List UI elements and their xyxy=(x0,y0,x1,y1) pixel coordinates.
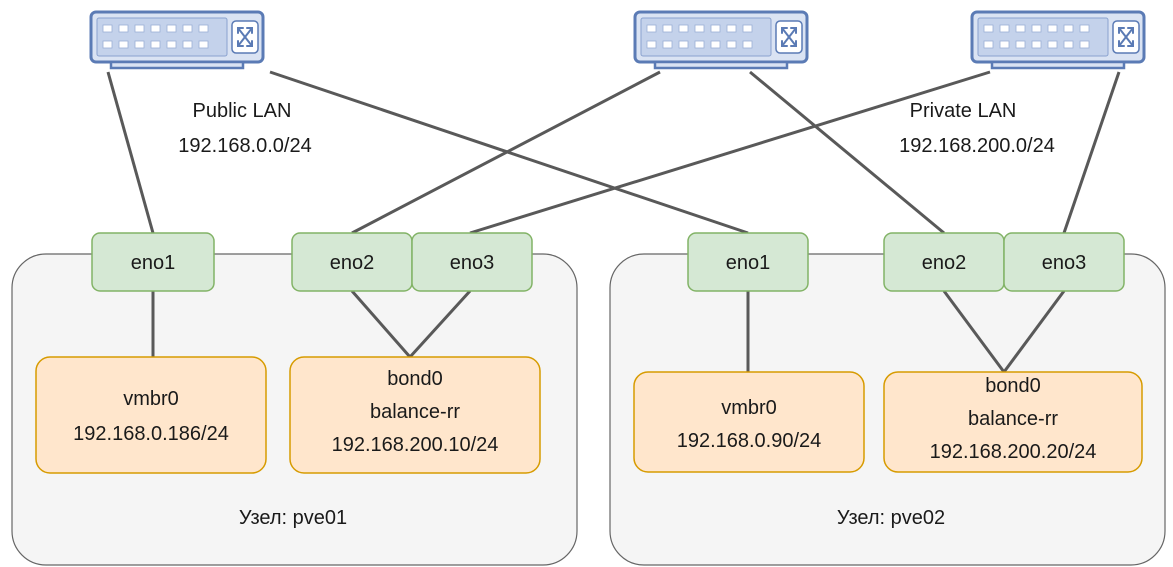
link-sw3-pve01-eno3 xyxy=(469,70,991,235)
node-label-pve01: Узел: pve01 xyxy=(239,507,347,529)
bond-mode: balance-rr xyxy=(968,408,1058,430)
bridge-box xyxy=(35,356,267,474)
bond-box xyxy=(289,356,541,474)
links xyxy=(106,70,1121,373)
bridge-ip: 192.168.0.186/24 xyxy=(73,423,229,445)
public-lan-subnet: 192.168.0.0/24 xyxy=(178,135,311,157)
link-sw1-pve01-eno1 xyxy=(106,71,155,234)
nic-label: eno3 xyxy=(450,252,495,274)
nic-box xyxy=(91,232,215,292)
bridge-ip: 192.168.0.90/24 xyxy=(677,430,822,452)
link-sw2-pve02-eno2 xyxy=(749,70,945,235)
link-pve01-eno3-bond0 xyxy=(408,289,472,359)
link-sw2-pve01-eno2 xyxy=(351,70,661,235)
network-switch-icon xyxy=(89,10,265,70)
link-sw3-pve02-eno3 xyxy=(1062,71,1121,234)
bond-mode: balance-rr xyxy=(370,401,460,423)
bond-box xyxy=(883,371,1143,473)
nic-label: eno3 xyxy=(1042,252,1087,274)
nic-label: eno1 xyxy=(131,252,176,274)
private-lan-name: Private LAN xyxy=(910,100,1017,122)
nic-label: eno2 xyxy=(922,252,967,274)
bond-name: bond0 xyxy=(387,368,443,390)
nic-label: eno1 xyxy=(726,252,771,274)
link-pve02-eno3-bond0 xyxy=(1002,290,1066,373)
link-pve01-eno2-bond0 xyxy=(350,290,412,358)
bridge-box xyxy=(633,371,865,473)
bond-name: bond0 xyxy=(985,375,1041,397)
nic-label: eno2 xyxy=(330,252,375,274)
private-lan-subnet: 192.168.200.0/24 xyxy=(899,135,1055,157)
link-pve02-eno2-bond0 xyxy=(942,290,1006,373)
bridge-name: vmbr0 xyxy=(123,388,179,410)
node-label-pve02: Узел: pve02 xyxy=(837,507,945,529)
bond-ip: 192.168.200.10/24 xyxy=(332,434,499,456)
nic-box xyxy=(1003,232,1125,292)
public-lan-name: Public LAN xyxy=(193,100,292,122)
network-switch-icon xyxy=(633,10,809,70)
nic-box xyxy=(411,232,533,292)
nic-box xyxy=(687,232,809,292)
network-switch-icon xyxy=(970,10,1146,70)
bridge-name: vmbr0 xyxy=(721,397,777,419)
bond-ip: 192.168.200.20/24 xyxy=(930,441,1097,463)
